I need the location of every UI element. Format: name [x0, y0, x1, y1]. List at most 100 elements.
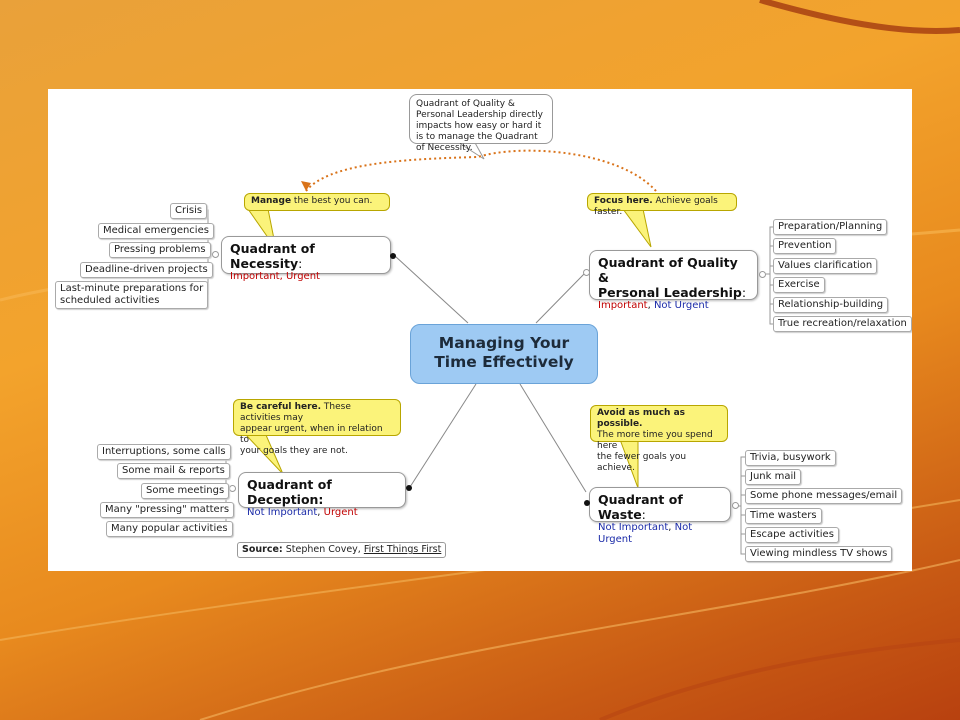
- source-label: Source:: [242, 544, 283, 555]
- central-topic-line1: Managing Your: [438, 334, 570, 352]
- deception-connector-dot: [406, 485, 412, 491]
- waste-callout-text3: the fewer goals you achieve.: [597, 452, 687, 473]
- deception-callout-text3: your goals they are not.: [240, 446, 348, 456]
- deception-item-text: Some meetings: [146, 485, 225, 496]
- quality-collapse-toggle[interactable]: [759, 271, 766, 278]
- central-topic: Managing Your Time Effectively: [410, 324, 598, 384]
- necessity-urgency: Urgent: [285, 271, 320, 282]
- quality-item-text: Values clarification: [778, 260, 873, 271]
- quadrant-deception: Quadrant of Deception: Not Important, Ur…: [238, 472, 406, 518]
- waste-item: Some phone messages/email: [745, 488, 903, 504]
- deception-item: Many popular activities: [106, 521, 233, 537]
- necessity-item-text: Pressing problems: [114, 244, 206, 255]
- necessity-importance: Important: [230, 271, 280, 282]
- deception-urgency: Urgent: [323, 507, 358, 518]
- necessity-callout-text: the best you can.: [291, 196, 373, 206]
- deception-callout-text2: appear urgent, when in relation to: [240, 424, 383, 445]
- source-citation: Source: Stephen Covey, First Things Firs…: [237, 542, 447, 558]
- mind-map-slide: Managing Your Time Effectively Quadrant …: [48, 89, 912, 571]
- deception-item: Some meetings: [141, 483, 230, 499]
- deception-callout-bold: Be careful here.: [240, 402, 322, 412]
- quality-item: Prevention: [773, 238, 837, 254]
- necessity-sep: ,: [279, 271, 286, 282]
- waste-callout-bold: Avoid as much as possible.: [597, 408, 686, 429]
- necessity-item-text: Deadline-driven projects: [85, 264, 208, 275]
- deception-callout-text1: These activities may: [240, 402, 351, 423]
- waste-sep: ,: [668, 522, 675, 533]
- quality-item-text: Exercise: [778, 279, 820, 290]
- waste-item-text: Escape activities: [750, 529, 834, 540]
- quality-necessity-note: Quadrant of Quality & Personal Leadershi…: [409, 94, 553, 153]
- quality-item-text: Preparation/Planning: [778, 221, 883, 232]
- deception-importance: Not Important: [247, 507, 318, 518]
- deception-item-text: Some mail & reports: [122, 465, 225, 476]
- waste-callout-text2: The more time you spend here: [597, 430, 713, 451]
- waste-connector-dot: [584, 500, 590, 506]
- necessity-item-text: Crisis: [175, 205, 203, 216]
- necessity-item: Crisis: [170, 203, 208, 219]
- waste-item-text: Trivia, busywork: [750, 452, 831, 463]
- quadrant-waste: Quadrant of Waste: Not Important, Not Ur…: [589, 487, 731, 545]
- quality-callout-text: Achieve goals faster.: [594, 196, 718, 217]
- waste-urgency: Not Urgent: [598, 522, 693, 545]
- quality-urgency: Not Urgent: [653, 300, 709, 311]
- waste-item-text: Junk mail: [750, 471, 797, 482]
- waste-importance: Not Important: [598, 522, 669, 533]
- quality-importance: Important: [598, 300, 648, 311]
- note-text: Quadrant of Quality & Personal Leadershi…: [416, 99, 544, 153]
- deception-collapse-toggle[interactable]: [229, 485, 236, 492]
- necessity-item: Pressing problems: [109, 242, 211, 258]
- deception-item: Many "pressing" matters: [100, 502, 235, 518]
- central-topic-line2: Time Effectively: [434, 353, 574, 371]
- waste-item: Junk mail: [745, 469, 802, 485]
- deception-sep: ,: [317, 507, 324, 518]
- deception-item: Some mail & reports: [117, 463, 230, 479]
- deception-title: Quadrant of Deception:: [247, 477, 332, 507]
- necessity-item-multiline: Last-minute preparations for scheduled a…: [55, 281, 209, 309]
- quadrant-necessity: Quadrant of Necessity: Important, Urgent: [221, 236, 391, 282]
- waste-item-text: Some phone messages/email: [750, 490, 898, 501]
- quality-callout-bold: Focus here.: [594, 196, 653, 206]
- quality-item: Exercise: [773, 277, 825, 293]
- source-author: Stephen Covey,: [282, 544, 364, 555]
- quality-item-text: Relationship-building: [778, 299, 884, 310]
- quality-connector-dot: [583, 269, 590, 276]
- deception-item: Interruptions, some calls: [97, 444, 231, 460]
- necessity-callout-bold: Manage: [251, 196, 292, 206]
- waste-callout: Avoid as much as possible. The more time…: [590, 405, 728, 473]
- quality-callout: Focus here. Achieve goals faster.: [587, 193, 737, 217]
- necessity-item: Deadline-driven projects: [80, 262, 213, 278]
- waste-item: Viewing mindless TV shows: [745, 546, 893, 562]
- waste-item: Escape activities: [745, 527, 839, 543]
- necessity-item-line2: scheduled activities: [60, 295, 160, 306]
- waste-item-text: Time wasters: [750, 510, 817, 521]
- necessity-connector-dot: [390, 253, 396, 259]
- quality-title-line2: Personal Leadership: [598, 285, 742, 300]
- necessity-colon: :: [298, 256, 303, 271]
- necessity-callout: Manage the best you can.: [244, 193, 390, 211]
- necessity-collapse-toggle[interactable]: [212, 251, 219, 258]
- source-book: First Things First: [363, 544, 442, 555]
- quality-item-text: True recreation/relaxation: [778, 318, 907, 329]
- waste-title: Quadrant of Waste: [598, 492, 683, 522]
- quality-item: Values clarification: [773, 258, 878, 274]
- deception-item-text: Many "pressing" matters: [105, 504, 230, 515]
- waste-item: Time wasters: [745, 508, 822, 524]
- necessity-item: Medical emergencies: [98, 223, 214, 239]
- deception-callout: Be careful here. These activities may ap…: [233, 399, 401, 456]
- waste-colon: :: [641, 507, 646, 522]
- deception-item-text: Interruptions, some calls: [102, 446, 226, 457]
- quality-item-text: Prevention: [778, 240, 832, 251]
- quality-colon: :: [741, 285, 747, 300]
- quality-item: Preparation/Planning: [773, 219, 888, 235]
- quality-title-line1: Quadrant of Quality &: [598, 255, 738, 285]
- quality-item: True recreation/relaxation: [773, 316, 912, 332]
- quadrant-quality: Quadrant of Quality & Personal Leadershi…: [589, 250, 758, 311]
- necessity-title: Quadrant of Necessity: [230, 241, 315, 271]
- necessity-item-text: Medical emergencies: [103, 225, 209, 236]
- quality-sep: ,: [647, 300, 654, 311]
- necessity-item-line1: Last-minute preparations for: [60, 283, 204, 294]
- waste-item-text: Viewing mindless TV shows: [750, 548, 888, 559]
- waste-collapse-toggle[interactable]: [732, 502, 739, 509]
- deception-item-text: Many popular activities: [111, 523, 228, 534]
